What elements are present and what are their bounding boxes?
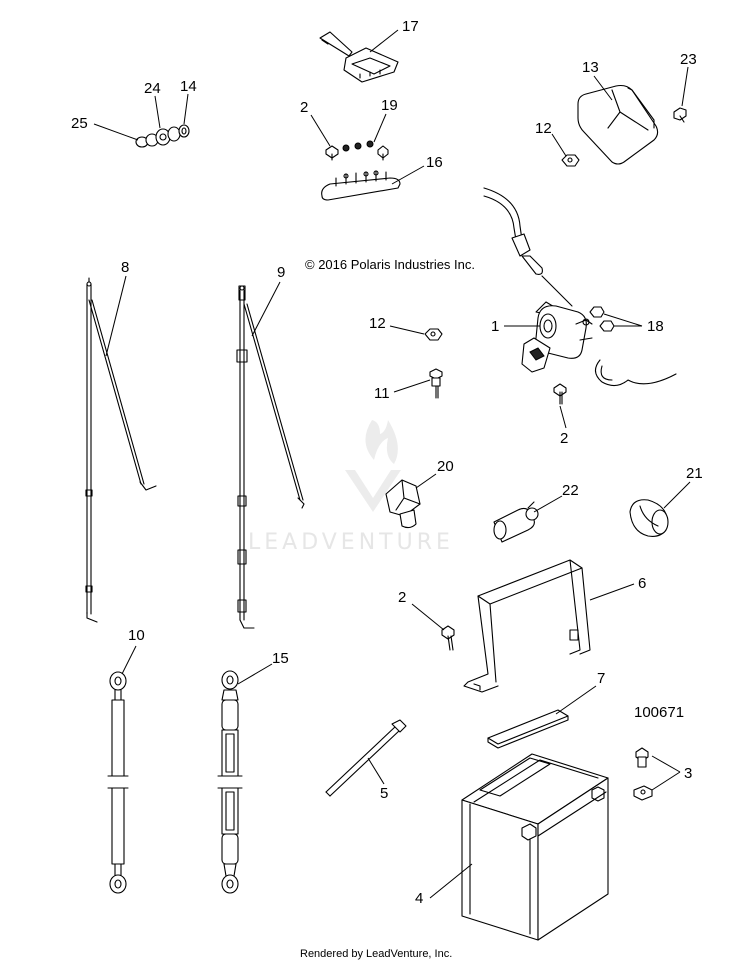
callout-12-middle: 12 <box>369 315 386 332</box>
part-4-battery[interactable] <box>461 753 609 941</box>
part-11-stud[interactable] <box>429 368 443 399</box>
callout-17: 17 <box>402 18 419 35</box>
callout-16: 16 <box>426 154 443 171</box>
callout-21: 21 <box>686 465 703 482</box>
figure-number: 100671 <box>634 704 684 721</box>
callout-13: 13 <box>582 59 599 76</box>
cable-to-solenoid <box>483 187 677 387</box>
callout-20: 20 <box>437 458 454 475</box>
callout-2-top: 2 <box>300 99 308 116</box>
part-2-screw-top[interactable] <box>325 145 339 161</box>
footer-text: Rendered by LeadVenture, Inc. <box>300 948 452 960</box>
callout-2-middle: 2 <box>560 430 568 447</box>
callout-12-top: 12 <box>535 120 552 137</box>
part-6-battery-bracket[interactable] <box>463 559 591 693</box>
part-12-nut-top[interactable] <box>561 154 580 167</box>
callout-5: 5 <box>380 785 388 802</box>
part-18-nuts[interactable] <box>589 306 615 332</box>
callout-4: 4 <box>415 890 423 907</box>
callout-11: 11 <box>374 385 390 402</box>
callout-15: 15 <box>272 650 289 667</box>
callout-25: 25 <box>71 115 88 132</box>
part-20-terminal-boot[interactable] <box>385 479 421 529</box>
callout-3: 3 <box>684 765 692 782</box>
part-2-screw-middle[interactable] <box>553 383 567 405</box>
part-13-cover[interactable] <box>577 84 659 165</box>
watermark-logo <box>345 420 401 512</box>
part-23-screw[interactable] <box>673 107 687 123</box>
part-5-rod[interactable] <box>325 719 407 797</box>
callout-24: 24 <box>144 80 161 97</box>
callout-10: 10 <box>128 627 145 644</box>
callout-1: 1 <box>491 318 499 335</box>
part-25-24-14-washer-stack[interactable] <box>135 124 190 148</box>
part-12-nut-middle[interactable] <box>424 328 443 341</box>
part-3-screw-nut[interactable] <box>633 747 653 801</box>
callout-8: 8 <box>121 259 129 276</box>
callout-22: 22 <box>562 482 579 499</box>
part-8-cable[interactable] <box>85 277 157 623</box>
callout-6: 6 <box>638 575 646 592</box>
part-15-cable[interactable] <box>217 670 243 894</box>
callout-7: 7 <box>597 670 605 687</box>
part-17-cap-strap[interactable] <box>319 31 399 83</box>
part-1-solenoid[interactable] <box>521 301 593 373</box>
part-19-nuts[interactable] <box>342 140 389 161</box>
callout-2-lower: 2 <box>398 589 406 606</box>
part-16-terminal-block[interactable] <box>321 170 401 201</box>
callout-19: 19 <box>381 97 398 114</box>
part-9-cable[interactable] <box>236 285 305 629</box>
copyright-text: © 2016 Polaris Industries Inc. <box>305 257 475 272</box>
part-22-terminal-boot[interactable] <box>493 501 539 543</box>
part-21-terminal-boot[interactable] <box>629 499 669 537</box>
callout-14: 14 <box>180 78 197 95</box>
callout-23: 23 <box>680 51 697 68</box>
part-2-screw-lower[interactable] <box>441 625 455 651</box>
callout-9: 9 <box>277 264 285 281</box>
part-10-cable[interactable] <box>107 671 129 894</box>
watermark-text: LEADVENTURE <box>248 530 454 555</box>
callout-18: 18 <box>647 318 664 335</box>
part-7-pad[interactable] <box>487 709 569 749</box>
